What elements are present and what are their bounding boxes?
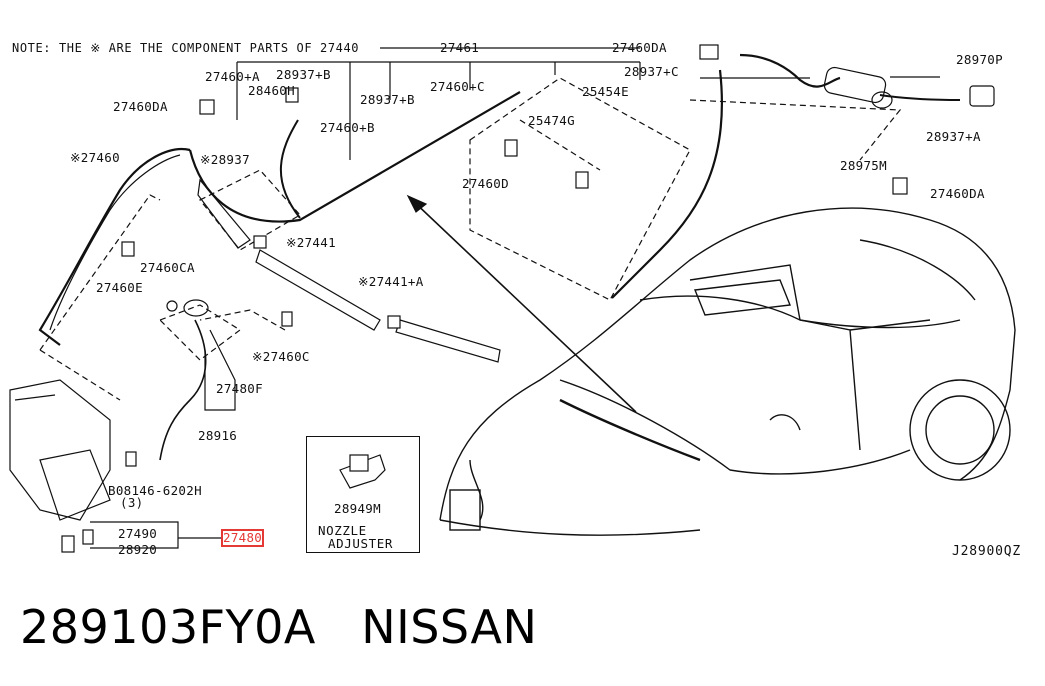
label-27460E: 27460E [96, 280, 143, 295]
label-08146: B08146-6202H [108, 483, 202, 498]
label-27460CA: 27460CA [140, 260, 195, 275]
label-28937A: 28937+A [926, 129, 981, 144]
nozzle-text-line1: NOZZLE [318, 523, 367, 538]
label-28916: 28916 [198, 428, 238, 443]
label-s27460C: ※27460C [252, 349, 310, 364]
label-27460C: 27460+C [430, 79, 485, 94]
label-27461: 27461 [440, 40, 480, 55]
label-28949M: 28949M [334, 501, 381, 516]
label-27460DA-right: 27460DA [930, 186, 985, 201]
label-28970P: 28970P [956, 52, 1003, 67]
label-28920: 28920 [118, 542, 158, 557]
label-28460H: 28460H [248, 83, 295, 98]
label-s28937: ※28937 [200, 152, 250, 167]
label-27460B: 27460+B [320, 120, 375, 135]
label-27480-highlighted: 27480 [220, 529, 265, 547]
label-27460D: 27460D [462, 176, 509, 191]
label-08146-qty: (3) [120, 495, 144, 510]
diagram-code: J28900QZ [952, 544, 1022, 559]
label-28937C: 28937+C [624, 64, 679, 79]
nozzle-adjuster-box [306, 436, 420, 553]
label-27460DA-top: 27460DA [612, 40, 667, 55]
label-27480F: 27480F [216, 381, 263, 396]
car-outline [439, 207, 1016, 536]
27461-leaders [236, 61, 641, 160]
label-s27460: ※27460 [70, 150, 120, 165]
label-28937B-mid: 28937+B [360, 92, 415, 107]
label-25474G: 25474G [528, 113, 575, 128]
label-27460A: 27460+A [205, 69, 260, 84]
label-28937B-top: 28937+B [276, 67, 331, 82]
parts-diagram [9, 44, 1016, 553]
component-note: NOTE: THE ※ ARE THE COMPONENT PARTS OF 2… [12, 41, 360, 55]
nozzle-text-line2: ADJUSTER [328, 536, 394, 551]
main-hose [188, 91, 521, 223]
label-s27441: ※27441 [286, 235, 336, 250]
label-28975M: 28975M [840, 158, 887, 173]
label-25454E: 25454E [582, 84, 629, 99]
pointer-arrow [409, 197, 637, 413]
label-27490: 27490 [118, 526, 158, 541]
label-27460DA-left: 27460DA [113, 99, 168, 114]
part-number-caption: 289103FY0A NISSAN [20, 600, 538, 654]
label-s27441A: ※27441+A [358, 274, 424, 289]
